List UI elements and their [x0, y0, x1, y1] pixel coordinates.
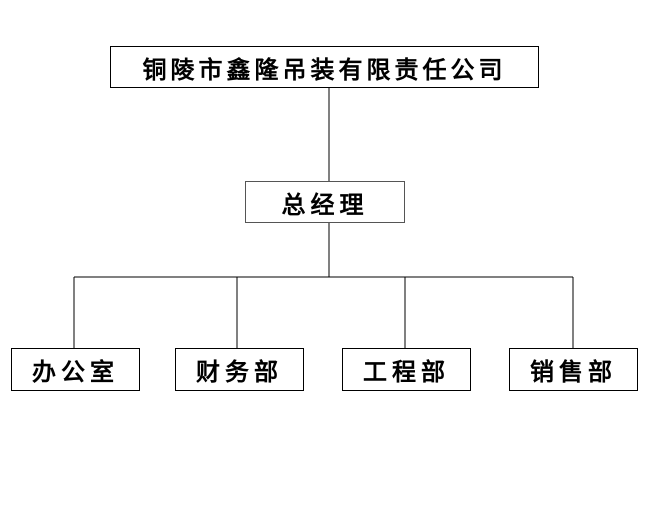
- company-name: 铜陵市鑫隆吊装有限责任公司: [142, 54, 507, 84]
- department-label-finance: 财务部: [196, 357, 283, 386]
- department-node-office: 办公室: [11, 348, 140, 391]
- department-node-sales: 销售部: [509, 348, 638, 391]
- department-node-finance: 财务部: [175, 348, 304, 391]
- general-manager-label: 总经理: [281, 189, 369, 219]
- department-label-engineering: 工程部: [363, 357, 450, 386]
- department-label-sales: 销售部: [530, 357, 617, 386]
- company-node: 铜陵市鑫隆吊装有限责任公司: [110, 46, 539, 88]
- department-label-office: 办公室: [32, 357, 119, 386]
- department-node-engineering: 工程部: [342, 348, 471, 391]
- general-manager-node: 总经理: [245, 181, 405, 223]
